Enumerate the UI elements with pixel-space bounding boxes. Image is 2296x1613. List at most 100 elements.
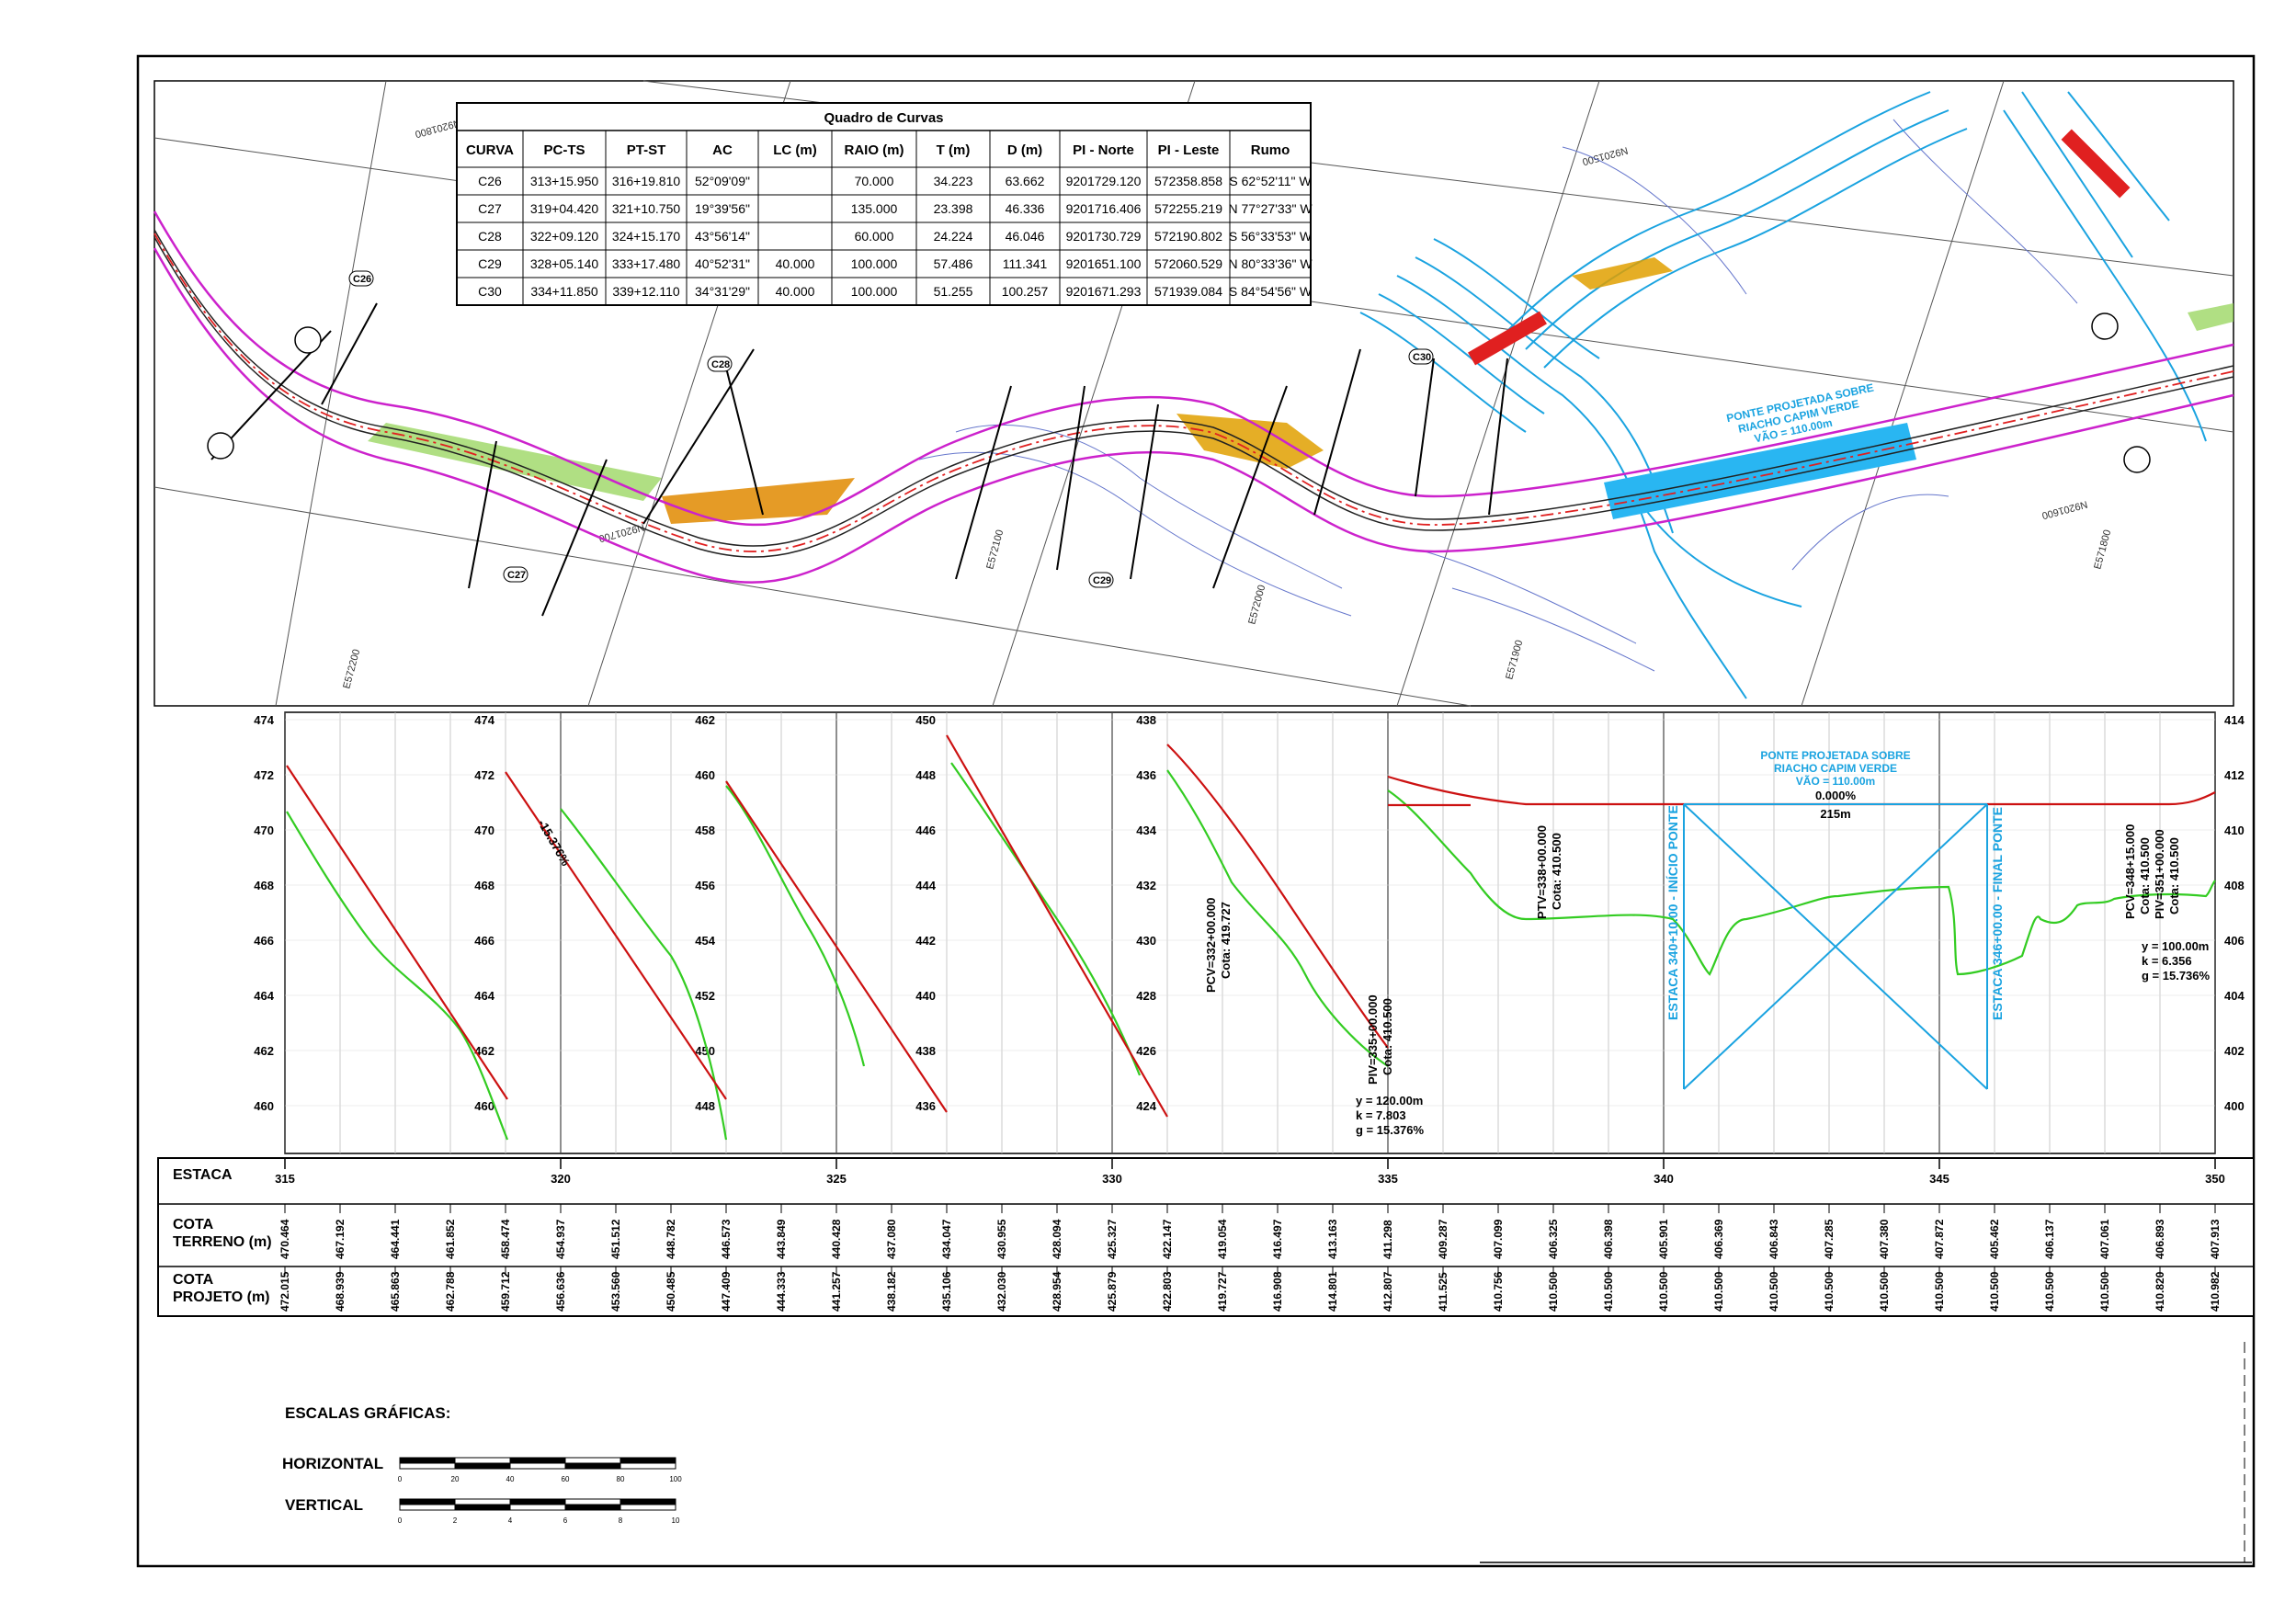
pcv2-cota: Cota: 410.500 xyxy=(2138,837,2152,914)
curve-radial-lines xyxy=(210,302,1508,617)
station-label: 335 xyxy=(1378,1172,1398,1186)
curve-table-cell: N 80°33'36" W xyxy=(1228,256,1313,271)
curve-table-cell: 111.341 xyxy=(1003,256,1048,271)
terreno-value: 419.054 xyxy=(1216,1219,1229,1259)
curve-table-header: PC-TS xyxy=(544,142,585,158)
road-centerline xyxy=(153,233,2234,552)
projeto-value: 410.500 xyxy=(1767,1271,1780,1312)
curve-label: C27 xyxy=(507,570,526,581)
projeto-value: 447.409 xyxy=(720,1271,733,1312)
right-axis-label: 406 xyxy=(2224,934,2245,948)
panel-axis-label: 434 xyxy=(1136,824,1156,837)
projeto-value: 416.908 xyxy=(1271,1271,1284,1312)
terreno-value: 446.573 xyxy=(720,1219,733,1259)
station-label: 350 xyxy=(2205,1172,2225,1186)
panel-axis-label: 448 xyxy=(695,1099,715,1113)
terreno-value: 448.782 xyxy=(665,1219,677,1259)
curve-table-cell: 40.000 xyxy=(776,256,815,271)
left-axis-label: 462 xyxy=(254,1044,274,1058)
panel-axis-label: 424 xyxy=(1136,1099,1156,1113)
curve-table-cell: 334+11.850 xyxy=(530,284,598,299)
terreno-value: 416.497 xyxy=(1271,1219,1284,1259)
curve-table-header: CURVA xyxy=(466,142,514,158)
curve-table-cell: 100.000 xyxy=(851,284,898,299)
scale-tick: 0 xyxy=(398,1516,403,1525)
curve-label: C29 xyxy=(1093,575,1111,586)
bridge-profile-label-line: VÃO = 110.00m xyxy=(1796,774,1875,788)
panel-axis-label: 436 xyxy=(1136,768,1156,782)
terreno-value: 443.849 xyxy=(775,1219,788,1259)
bands-frame xyxy=(157,1157,2255,1317)
bridge-profile xyxy=(1683,803,1988,1090)
station-label: 345 xyxy=(1929,1172,1949,1186)
station-label: 330 xyxy=(1102,1172,1122,1186)
ptv-label: PTV=338+00.000 xyxy=(1535,825,1549,919)
projeto-value: 472.015 xyxy=(278,1271,291,1312)
curve-table-header: Rumo xyxy=(1251,142,1290,158)
projeto-value: 414.801 xyxy=(1326,1271,1339,1312)
curve-table-header: PI - Leste xyxy=(1158,142,1220,158)
scale-tick: 2 xyxy=(453,1516,458,1525)
projeto-value: 410.500 xyxy=(1712,1271,1725,1312)
road-offset-lines xyxy=(153,210,2234,584)
terreno-value: 406.893 xyxy=(2154,1219,2166,1259)
panel-axis-label: 466 xyxy=(474,934,494,948)
curve-table-cell: 46.046 xyxy=(1006,229,1045,244)
curve-table-cell: S 62°52'11" W xyxy=(1229,174,1312,188)
scale-tick: 100 xyxy=(669,1475,682,1483)
projeto-value: 438.182 xyxy=(885,1271,898,1312)
road-edges xyxy=(153,229,2234,558)
curve-table-frame xyxy=(456,102,1312,306)
piv2-label: PIV=351+00.000 xyxy=(2153,829,2166,919)
curve-table-header: PI - Norte xyxy=(1073,142,1134,158)
curve-table-cell: 60.000 xyxy=(855,229,894,244)
curve-table-cell: 23.398 xyxy=(934,201,973,216)
panel-axis-label: 426 xyxy=(1136,1044,1156,1058)
curve-table-cell: C27 xyxy=(478,201,502,216)
curve-table-cell: 9201716.406 xyxy=(1066,201,1142,216)
projeto-value: 410.500 xyxy=(1547,1271,1560,1312)
panel-axis-label: 470 xyxy=(474,824,494,837)
curve-table-cell: C30 xyxy=(478,284,502,299)
terreno-value: 454.937 xyxy=(554,1219,567,1259)
panel-axis-label: 460 xyxy=(695,768,715,782)
curve-table-cell: 57.486 xyxy=(934,256,973,271)
terreno-value: 405.901 xyxy=(1657,1219,1670,1259)
terreno-value: 425.327 xyxy=(1106,1219,1119,1259)
left-axis-label: 466 xyxy=(254,934,274,948)
curve1-k: k = 7.803 xyxy=(1356,1108,1406,1122)
piv-label: PIV=335+00.000 xyxy=(1366,994,1380,1085)
projeto-value: 411.525 xyxy=(1437,1272,1449,1312)
culvert-marker xyxy=(1468,311,1547,366)
terreno-value: 406.398 xyxy=(1602,1219,1615,1259)
project-profile xyxy=(286,734,2216,1118)
curve-table-cell: 100.257 xyxy=(1002,284,1049,299)
terrain-profile xyxy=(286,762,2216,1141)
scale-tick: 10 xyxy=(672,1516,680,1525)
curve-table-header: AC xyxy=(712,142,733,158)
panel-axis-label: 430 xyxy=(1136,934,1156,948)
projeto-value: 422.803 xyxy=(1161,1271,1174,1312)
terreno-value: 422.147 xyxy=(1161,1219,1174,1259)
terreno-value: 407.285 xyxy=(1823,1219,1836,1259)
curve2-g: g = 15.736% xyxy=(2142,969,2211,983)
curve2-y: y = 100.00m xyxy=(2142,939,2209,953)
right-axis-label: 400 xyxy=(2224,1099,2245,1113)
curve-table-cell: 34°31'29" xyxy=(695,284,750,299)
sheet-frame xyxy=(136,54,2256,1568)
scale-tick: 6 xyxy=(563,1516,568,1525)
curve-table-cell: 571939.084 xyxy=(1154,284,1222,299)
right-axis-label: 408 xyxy=(2224,879,2245,892)
panel-axis-label: 432 xyxy=(1136,879,1156,892)
curve-table-cell: 9201730.729 xyxy=(1066,229,1142,244)
terreno-value: 407.913 xyxy=(2209,1219,2222,1259)
projeto-value: 410.500 xyxy=(1657,1271,1670,1312)
fill-area xyxy=(662,478,855,524)
curve-table-cell: 40.000 xyxy=(776,284,815,299)
curve-table-cell: N 77°27'33" W xyxy=(1228,201,1313,216)
